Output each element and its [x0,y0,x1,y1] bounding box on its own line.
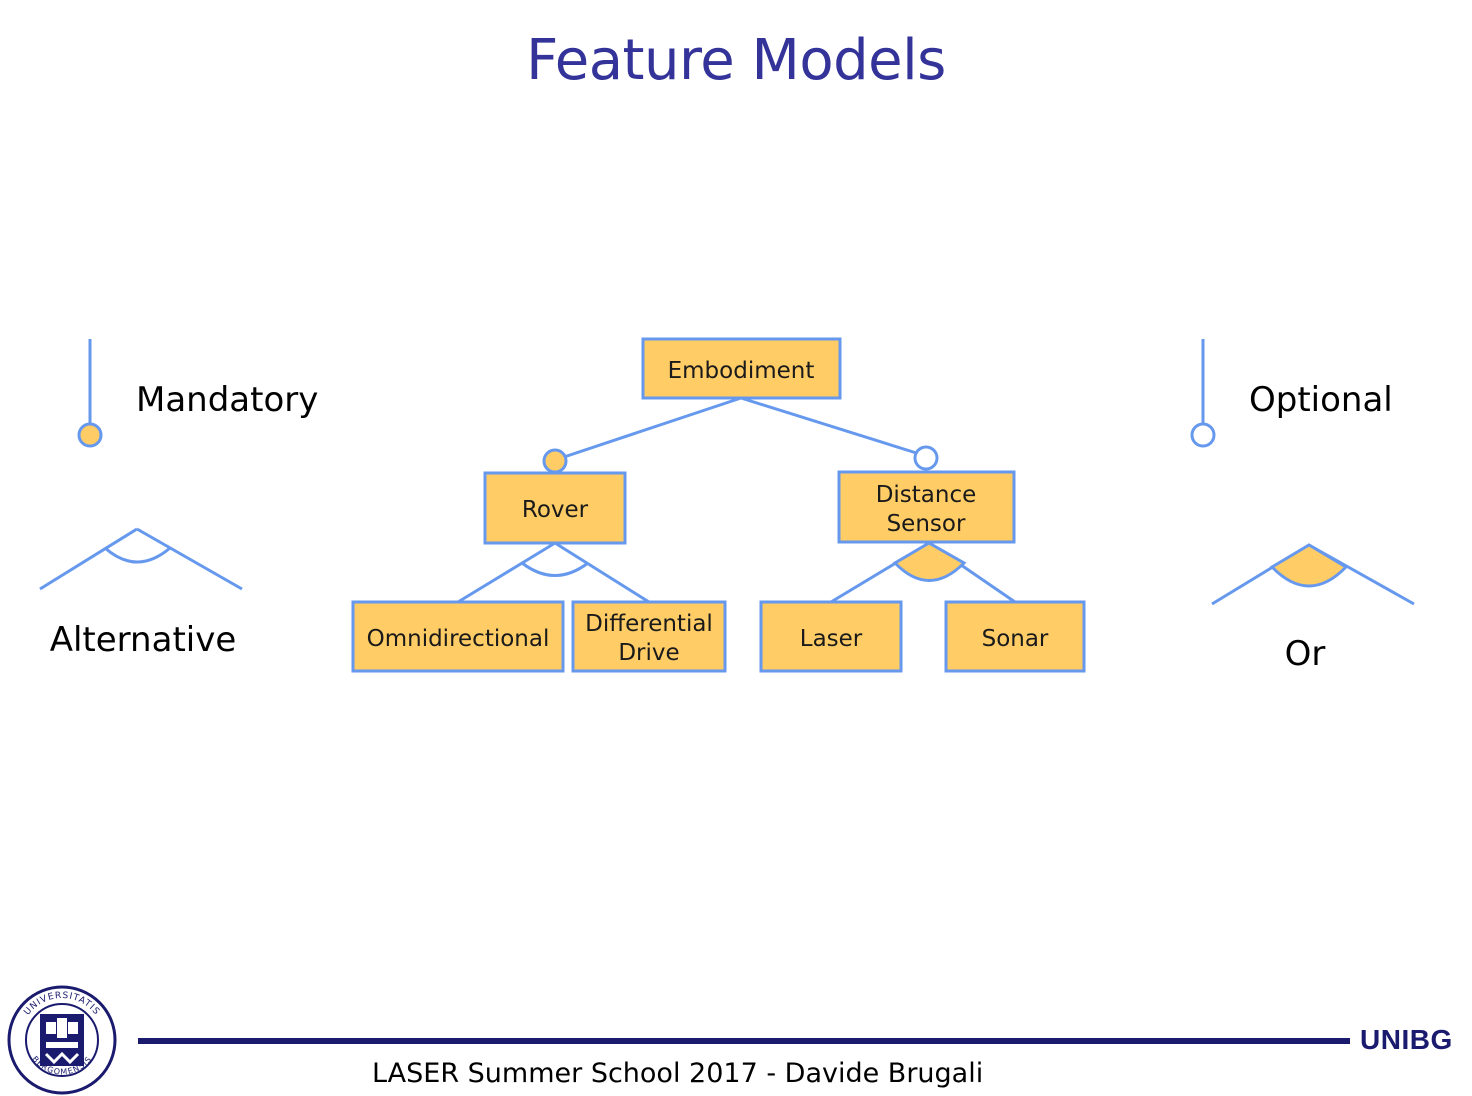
edge-rover-differential-drive [554,541,650,604]
edge-rover-omnidirectional [457,541,556,604]
feature-differential-drive: Differential Drive [571,600,727,673]
feature-differential-drive-label-line1: Differential [585,611,713,637]
legend-alternative: Alternative [39,527,243,660]
edge-embodiment-rover [554,396,742,462]
optional-marker [913,445,939,471]
feature-distance-sensor-label-line1: Distance [876,482,977,508]
feature-differential-drive-label-line2: Drive [618,640,679,666]
legend-or: Or [1211,543,1415,674]
footer-rule [138,1038,1350,1044]
feature-distance-sensor-label-line2: Sensor [887,511,966,537]
university-seal-logo: UNIVERSITATIS BERGOMENSIS [7,985,117,1095]
feature-omnidirectional: Omnidirectional [351,600,565,673]
legend-mandatory: Mandatory [77,339,318,448]
legend-optional: Optional [1190,339,1393,448]
legend-mandatory-label: Mandatory [136,380,318,420]
feature-distance-sensor: Distance Sensor [837,470,1016,544]
legend-optional-marker [1190,422,1216,448]
slide-title: Feature Models [526,28,946,93]
feature-laser: Laser [759,600,903,673]
feature-rover-label: Rover [522,497,589,523]
legend-or-label: Or [1285,634,1326,674]
feature-sonar-label: Sonar [982,626,1049,652]
feature-embodiment: Embodiment [641,337,842,400]
legend-alternative-left [39,527,138,591]
mandatory-marker [542,448,568,474]
feature-embodiment-label: Embodiment [668,358,815,384]
or-group-wedge [892,541,967,582]
legend-optional-label: Optional [1249,380,1393,420]
unibg-brand: UNIBG [1360,1024,1453,1055]
feature-rover: Rover [483,471,627,545]
legend-mandatory-marker [77,422,103,448]
feature-sonar: Sonar [944,600,1086,673]
legend-alternative-right [136,527,243,591]
legend-alternative-label: Alternative [50,620,237,660]
edge-embodiment-distance-sensor [740,396,927,458]
tree-edges [457,396,1016,604]
footer-text: LASER Summer School 2017 - Davide Brugal… [372,1058,984,1089]
feature-omnidirectional-label: Omnidirectional [367,626,550,652]
alternative-group-arc [521,561,589,577]
feature-laser-label: Laser [800,626,863,652]
legend-or-wedge [1269,543,1349,588]
legend-alternative-arc [104,546,171,564]
